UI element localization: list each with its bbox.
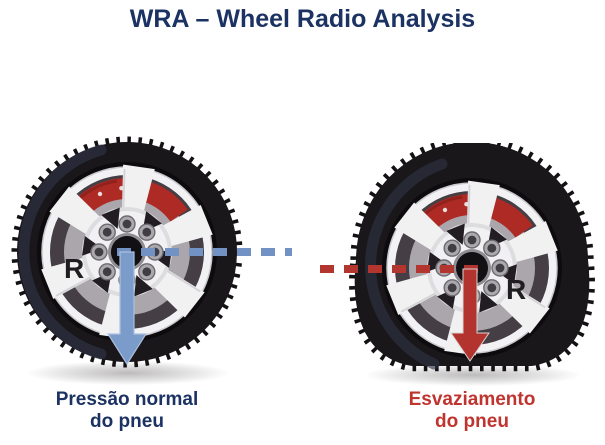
left-caption-line2: do pneu: [90, 411, 164, 432]
left-rim: [35, 160, 219, 344]
right-rim: [380, 176, 564, 360]
left-wheel-illustration: [11, 136, 243, 368]
left-radius-label: R: [64, 253, 85, 284]
right-caption-line1: Esvaziamento: [408, 389, 536, 410]
right-radius-label: R: [506, 274, 527, 305]
left-caption-line1: Pressão normal: [55, 389, 199, 410]
page-title: WRA – Wheel Radio Analysis: [129, 5, 476, 33]
left-wheel-caption: Pressão normal do pneu: [17, 389, 237, 433]
right-wheel-caption: Esvaziamento do pneu: [362, 389, 582, 433]
right-wheel-illustration: [349, 143, 595, 372]
right-caption-line2: do pneu: [435, 411, 509, 432]
